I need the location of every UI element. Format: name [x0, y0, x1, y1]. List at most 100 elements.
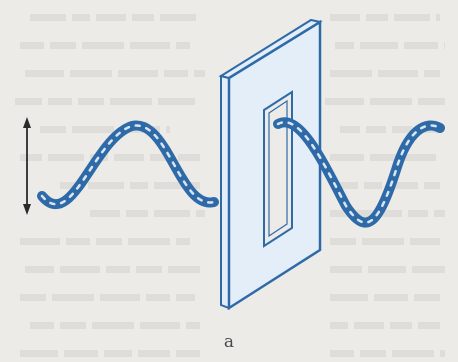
wave-left-stroke [37, 120, 219, 210]
bleed-text-block [366, 14, 388, 21]
bleed-text-block [15, 98, 42, 105]
bleed-text-block [362, 238, 404, 245]
bleed-text-block [114, 154, 144, 161]
bleed-text-block [92, 322, 134, 329]
bleed-text-block [72, 126, 114, 133]
bleed-text-block [70, 70, 112, 77]
bleed-text-block [154, 182, 184, 189]
bleed-text-block [30, 14, 66, 21]
bleed-text-block [118, 70, 158, 77]
bleed-text-block [382, 210, 402, 217]
bleed-text-block [436, 14, 440, 21]
bleed-text-block [325, 98, 364, 105]
bleed-text-block [392, 350, 434, 357]
bleed-text-block [138, 350, 170, 357]
bleed-text-block [52, 294, 94, 301]
bleed-text-block [424, 182, 440, 189]
bleed-text-block [158, 98, 195, 105]
bleed-text-block [424, 70, 440, 77]
bleed-text-block [370, 154, 398, 161]
vertical-slit [263, 90, 293, 248]
bleed-text-block [20, 42, 44, 49]
bleed-text-block [60, 322, 86, 329]
bleed-text-block [408, 210, 428, 217]
bleed-text-block [20, 350, 58, 357]
figure-caption: a [223, 332, 235, 352]
bleed-text-block [130, 42, 170, 49]
bleed-text-block [360, 350, 386, 357]
bleed-text-block [128, 238, 170, 245]
bleed-text-block [330, 350, 354, 357]
bleed-text-block [20, 238, 60, 245]
bleed-text-block [20, 294, 46, 301]
bleed-text-block [196, 210, 205, 217]
bleed-text-block [360, 42, 398, 49]
bleed-text-block [130, 182, 148, 189]
bleed-text-block [330, 70, 372, 77]
bleed-text-block [104, 350, 132, 357]
bleed-text-block [60, 266, 100, 273]
bleed-text-block [186, 322, 200, 329]
bleed-text-block [374, 294, 408, 301]
bleed-text-block [126, 210, 148, 217]
bleed-text-block [394, 14, 430, 21]
wave-right [273, 117, 445, 228]
arrow-head-down [23, 204, 31, 215]
bleed-text-block [150, 154, 172, 161]
slotted-plate [218, 18, 323, 311]
bleed-text-block [146, 294, 170, 301]
bleed-text-block [72, 14, 90, 21]
bleed-text-block [100, 294, 140, 301]
bleed-text-block [25, 266, 54, 273]
bleed-text-block [88, 182, 124, 189]
wave-left [37, 120, 219, 210]
bleed-text-block [330, 294, 368, 301]
bleed-text-block [132, 14, 154, 21]
bleed-text-block [388, 182, 418, 189]
bleed-text-block [48, 154, 84, 161]
bleed-text-block [378, 70, 418, 77]
bleed-text-block [96, 238, 122, 245]
bleed-text-block [154, 210, 190, 217]
bleed-text-block [330, 322, 348, 329]
bleed-text-block [366, 126, 386, 133]
bleed-text-block [330, 266, 362, 273]
bleed-text-block [96, 14, 126, 21]
bleed-text-block [434, 210, 445, 217]
bleed-text-block [20, 154, 42, 161]
double-headed-arrow-icon [23, 117, 31, 215]
bleed-text-block [25, 70, 64, 77]
bleed-text-block [60, 182, 82, 189]
bleed-text-block [330, 154, 364, 161]
bleed-text-block [106, 266, 130, 273]
arrow-head-up [23, 117, 31, 128]
bleed-text-block [370, 98, 412, 105]
bleed-text-block [50, 42, 76, 49]
bleed-text-block [412, 266, 445, 273]
bleed-text-block [404, 154, 436, 161]
bleed-text-block [78, 98, 104, 105]
bleed-text-block [40, 126, 66, 133]
bleed-text-block [335, 182, 358, 189]
slit-inner-edge [268, 99, 288, 238]
bleed-text-block [30, 322, 54, 329]
wave-right-texture [276, 121, 442, 224]
bleed-text-block [48, 98, 72, 105]
bleed-text-block [330, 14, 360, 21]
bleed-text-block [335, 42, 354, 49]
bleed-text-block [82, 42, 124, 49]
bleed-text-block [190, 182, 200, 189]
bleed-text-block [178, 154, 200, 161]
bleed-text-block [194, 70, 205, 77]
bleed-text-block [136, 266, 162, 273]
bleed-text-block [392, 126, 412, 133]
wave-left-texture [40, 124, 216, 206]
bleed-text-block [354, 322, 384, 329]
bleed-text-block [410, 238, 440, 245]
bleed-text-block [444, 42, 445, 49]
bleed-text-block [440, 350, 445, 357]
bleed-text-block [340, 126, 360, 133]
bleed-text-block [140, 322, 180, 329]
